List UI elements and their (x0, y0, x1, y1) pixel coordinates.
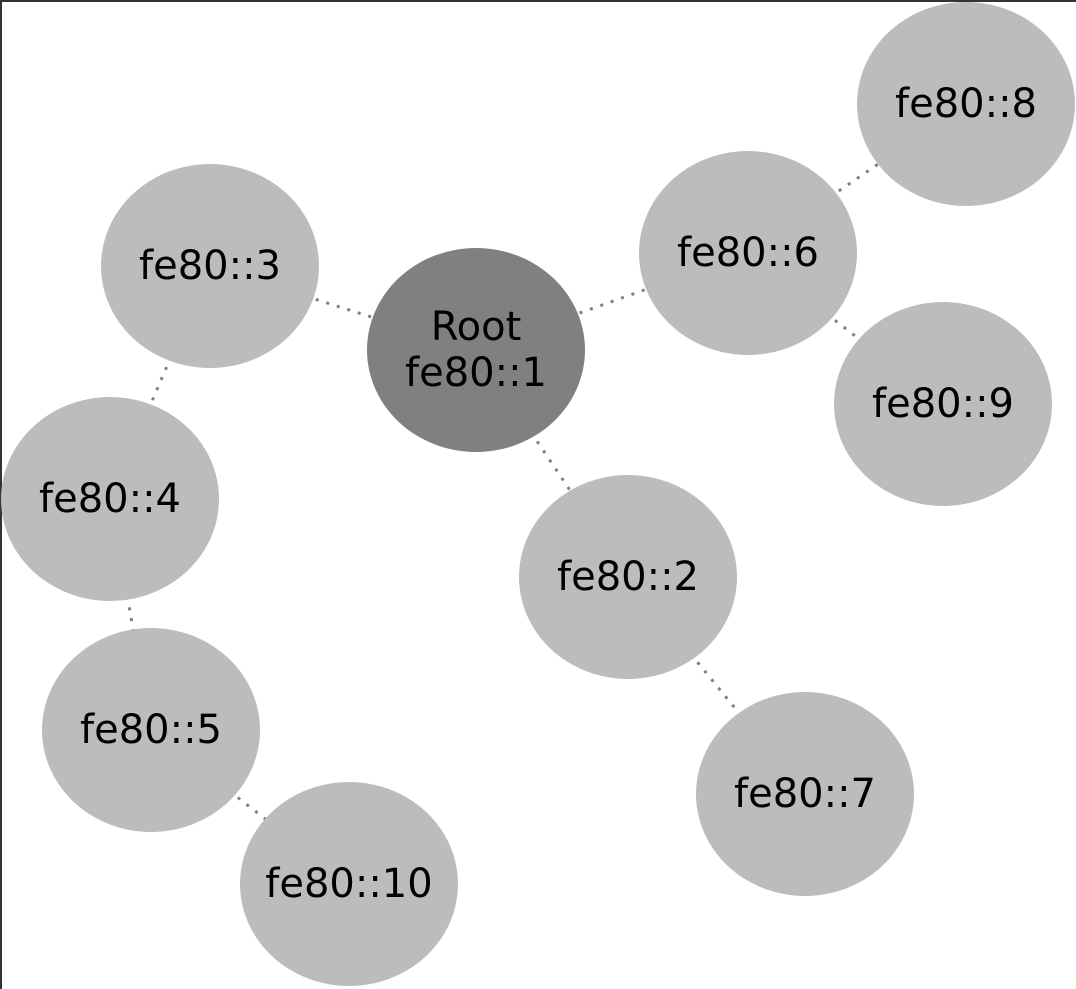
node-label: fe80::7 (734, 771, 876, 817)
node-n7: fe80::7 (696, 692, 914, 896)
node-n3: fe80::3 (101, 164, 319, 368)
node-n6: fe80::6 (639, 151, 857, 355)
frame-top-border (0, 0, 1076, 2)
node-circle (696, 692, 914, 896)
edge-n1-n6 (475, 251, 749, 352)
node-circle (834, 302, 1052, 506)
node-label: fe80::6 (677, 230, 819, 276)
node-n9: fe80::9 (834, 302, 1052, 506)
node-circle (240, 782, 458, 986)
node-circle (857, 2, 1075, 206)
node-circle (101, 164, 319, 368)
node-label: fe80::2 (557, 554, 699, 600)
node-n2: fe80::2 (519, 475, 737, 679)
node-circle (367, 248, 585, 452)
frame-left-border (0, 0, 2, 989)
node-label: Root (431, 304, 522, 350)
edge-n6-n9 (747, 251, 944, 406)
node-circle (1, 397, 219, 601)
node-label: fe80::4 (39, 476, 181, 522)
node-label: fe80::9 (872, 381, 1014, 427)
node-n10: fe80::10 (240, 782, 458, 986)
node-circle (519, 475, 737, 679)
node-label: fe80::5 (80, 707, 222, 753)
node-label: fe80::3 (139, 243, 281, 289)
node-n8: fe80::8 (857, 2, 1075, 206)
node-n4: fe80::4 (1, 397, 219, 601)
node-label: fe80::8 (895, 81, 1037, 127)
node-circle (639, 151, 857, 355)
node-label: fe80::1 (405, 350, 547, 396)
node-circle (42, 628, 260, 832)
node-label: fe80::10 (265, 861, 432, 907)
node-n5: fe80::5 (42, 628, 260, 832)
